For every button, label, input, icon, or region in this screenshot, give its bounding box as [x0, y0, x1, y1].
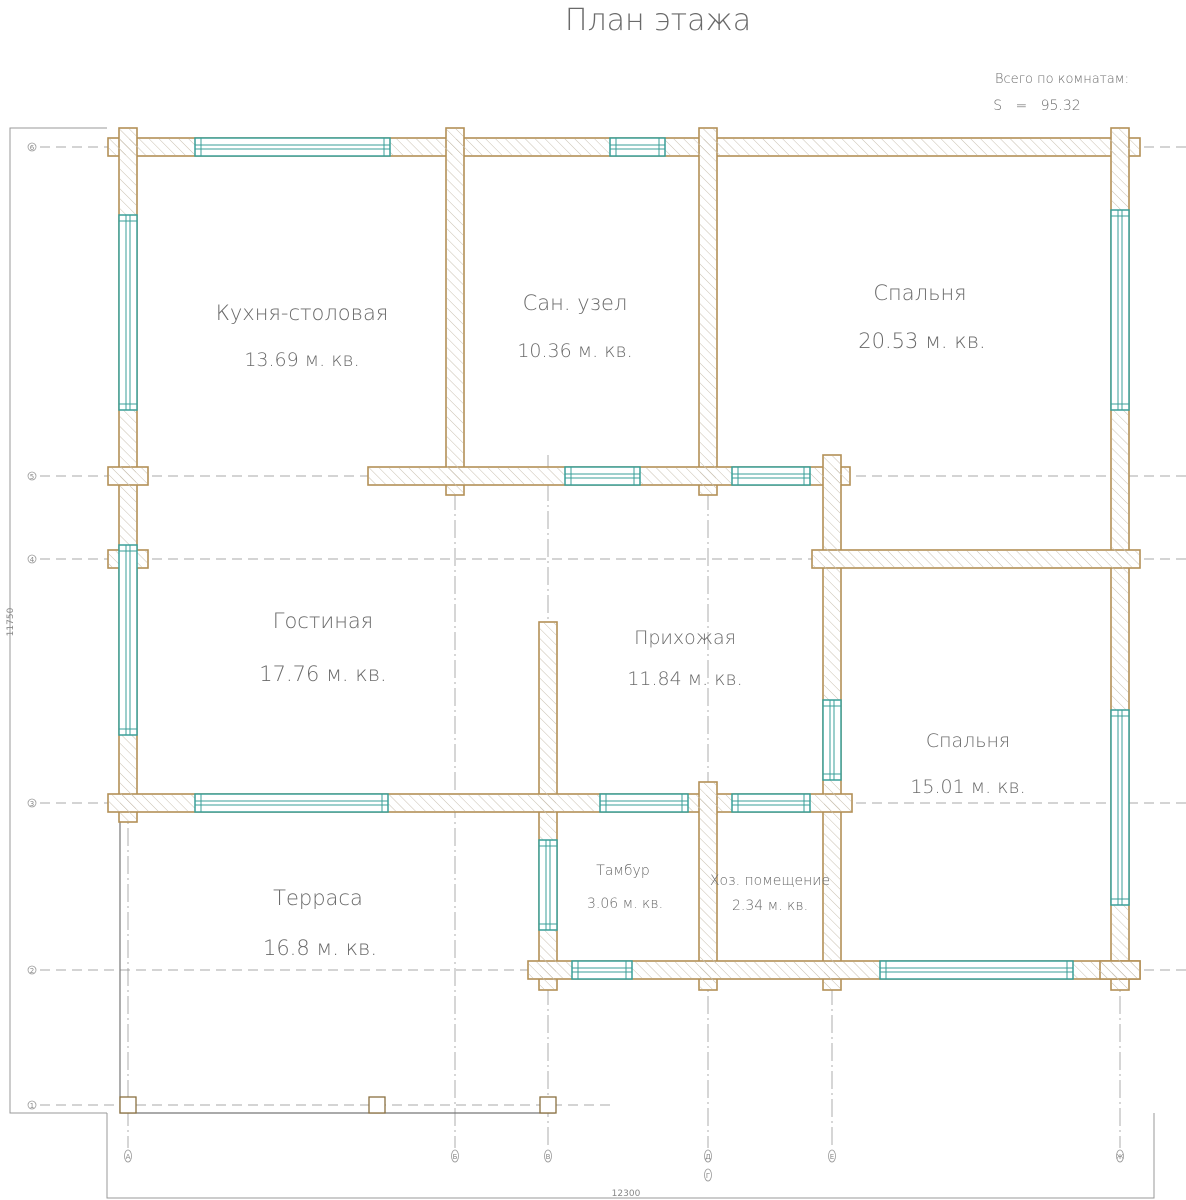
wall-junction	[120, 795, 136, 811]
axis-marker	[544, 1149, 552, 1163]
terrace-post	[539, 1096, 557, 1114]
axis-label-row: 2	[30, 967, 34, 975]
room-area: 16.8 м. кв.	[263, 936, 377, 960]
axis-marker	[27, 471, 37, 481]
window	[879, 960, 1074, 980]
wall-hatch	[447, 129, 463, 494]
wall-junction	[700, 962, 716, 978]
room-name: Сан. узел	[523, 291, 628, 315]
axis-marker	[451, 1149, 459, 1163]
window	[731, 793, 811, 813]
room-area: 2.34 м. кв.	[732, 898, 808, 914]
window	[571, 960, 633, 980]
wall-junction	[1112, 551, 1128, 567]
wall-junction	[1112, 962, 1128, 978]
room-name: Прихожая	[634, 627, 736, 649]
wall-junction	[700, 139, 716, 155]
axis-marker	[828, 1149, 836, 1163]
axis-lines	[40, 128, 1186, 1148]
window	[118, 214, 138, 411]
wall-junction	[700, 468, 716, 484]
room-area: 10.36 м. кв.	[517, 340, 632, 362]
axis-label-col: Ж	[1116, 1153, 1124, 1161]
axis-marker	[704, 1149, 712, 1163]
axis-label-row: 6	[30, 144, 35, 152]
room-name: Кухня-столовая	[216, 301, 389, 325]
axis-label-col: А	[126, 1153, 131, 1161]
axis-labels: 6 5 4 3 2 1А Б В Д Е Ж Г	[27, 142, 1124, 1182]
room-area: 3.06 м. кв.	[587, 896, 663, 912]
window	[609, 137, 666, 157]
wall-junction	[824, 468, 840, 484]
wall-junction	[447, 139, 463, 155]
total-label: Всего по комнатам:	[995, 72, 1129, 87]
axis-marker	[124, 1149, 132, 1163]
room-area: 13.69 м. кв.	[244, 349, 359, 371]
axis-label-row: 5	[30, 473, 34, 481]
window	[538, 839, 558, 931]
room-name: Терраса	[273, 886, 363, 910]
terrace-post	[119, 1096, 137, 1114]
wall-junction	[1112, 139, 1128, 155]
total-value: S = 95.32	[993, 98, 1080, 114]
window	[1110, 709, 1130, 906]
dimension-line-horizontal	[106, 1113, 1155, 1199]
windows	[118, 137, 1130, 980]
wall-junction	[447, 468, 463, 484]
room-name: Гостиная	[273, 609, 373, 633]
wall-junction	[540, 962, 556, 978]
axis-label-row: 3	[30, 800, 34, 808]
axis-marker	[27, 554, 37, 564]
wall-junction	[824, 551, 840, 567]
axis-label-col: Е	[830, 1153, 834, 1161]
axis-marker	[27, 1100, 37, 1110]
axis-marker	[1116, 1149, 1124, 1163]
window	[599, 793, 689, 813]
window	[564, 466, 641, 486]
room-area: 20.53 м. кв.	[858, 329, 985, 353]
terrace-post	[368, 1096, 386, 1114]
room-name: Хоз. помещение	[710, 873, 830, 889]
wall-junction	[540, 795, 556, 811]
window	[194, 793, 389, 813]
terrace-edge	[119, 822, 555, 1114]
room-area: 15.01 м. кв.	[910, 776, 1025, 798]
axis-label-extra: Г	[706, 1172, 710, 1180]
wall-hatch	[700, 783, 716, 989]
wall-hatch	[813, 551, 1139, 567]
axis-marker	[27, 798, 37, 808]
wall-junction	[120, 139, 136, 155]
room-area: 11.84 м. кв.	[627, 668, 742, 690]
terrace-outline	[119, 822, 557, 1114]
axis-marker	[704, 1168, 712, 1182]
plan-title: План этажа	[565, 3, 751, 38]
window	[118, 544, 138, 736]
dimension-line-vertical	[9, 127, 107, 1114]
window	[194, 137, 391, 157]
width-dimension: 12300	[612, 1189, 641, 1199]
wall-junction	[824, 795, 840, 811]
wall-junction	[824, 962, 840, 978]
axis-label-col: Д	[705, 1153, 711, 1161]
window	[822, 699, 842, 781]
axis-label-col: В	[546, 1153, 551, 1161]
axis-marker	[27, 965, 37, 975]
wall-junction	[120, 468, 136, 484]
axis-label-row: 4	[30, 556, 35, 564]
room-name: Спальня	[873, 281, 966, 305]
axis-marker	[27, 142, 37, 152]
wall-hatch	[700, 129, 716, 494]
window	[1110, 209, 1130, 411]
room-name: Тамбур	[596, 863, 649, 879]
height-dimension: 11750	[6, 607, 16, 636]
dimension-lines	[9, 127, 1155, 1199]
axis-label-row: 1	[30, 1102, 34, 1110]
room-area: 17.76 м. кв.	[259, 662, 386, 686]
axis-label-col: Б	[453, 1153, 458, 1161]
wall-junction	[700, 795, 716, 811]
window	[731, 466, 811, 486]
room-name: Спальня	[926, 730, 1010, 752]
